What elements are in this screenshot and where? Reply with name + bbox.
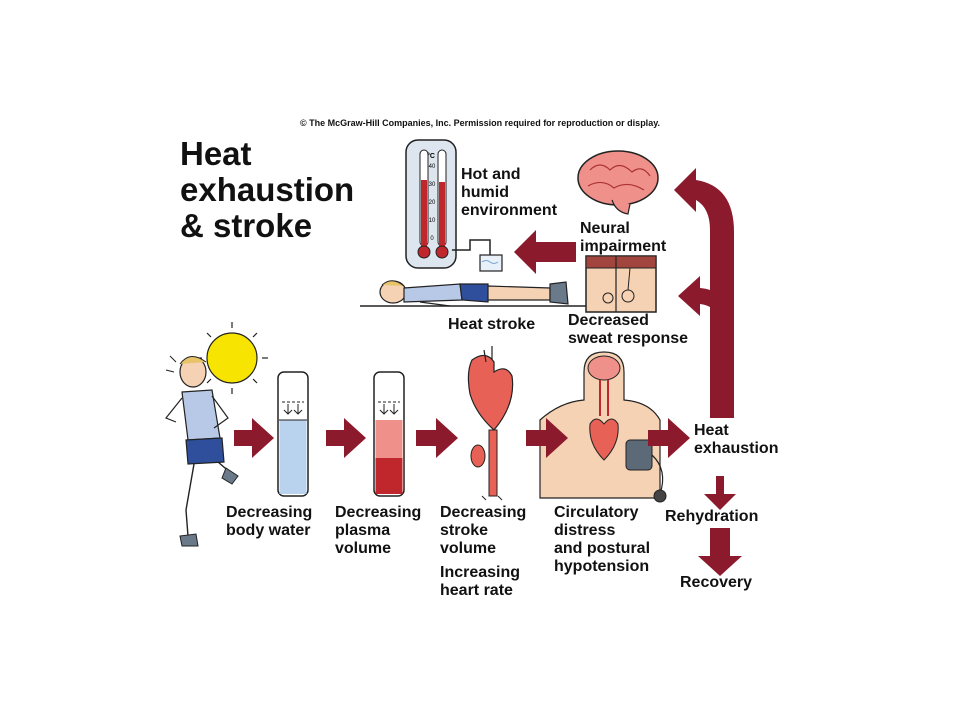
- title-line: & stroke: [180, 207, 313, 244]
- label-line: Circulatory: [554, 504, 639, 521]
- sun-icon: [196, 322, 268, 394]
- label-line: Decreased: [568, 312, 649, 329]
- brain-illustration: [577, 150, 659, 215]
- recovery-label: Recovery: [680, 574, 753, 591]
- label-line: stroke: [440, 522, 489, 539]
- skin-sweat-gland-illustration: [585, 255, 657, 313]
- heat-exhaustion-label: Heat exhaustion: [694, 422, 778, 458]
- arrow-right: [526, 418, 568, 458]
- arrow-right: [648, 418, 690, 458]
- feedback-arrow-branch: [678, 276, 726, 318]
- label-line: sweat response: [568, 330, 689, 347]
- label-line: Neural: [580, 220, 630, 237]
- circulatory-distress-label: Circulatory distress and postural hypote…: [554, 504, 650, 576]
- body-water-label: Decreasing body water: [226, 504, 312, 540]
- plasma-volume-label: Decreasing plasma volume: [335, 504, 421, 558]
- flow-arrows: [234, 168, 742, 576]
- feedback-arrow: [674, 168, 734, 418]
- arrow-down: [698, 528, 742, 576]
- label-line: impairment: [580, 238, 667, 255]
- label-line: Heat: [694, 422, 729, 439]
- torso-circulation-illustration: [539, 351, 667, 503]
- title-line: Heat: [180, 135, 252, 172]
- diagram-title: Heat exhaustion & stroke: [180, 136, 354, 244]
- label-line: Decreasing: [226, 504, 313, 521]
- arrow-right: [326, 418, 366, 458]
- beaker-plasma-volume: [373, 371, 405, 497]
- thermometer-tick: 20: [429, 200, 436, 206]
- thermometer-tick: 10: [429, 218, 436, 224]
- label-line: volume: [335, 540, 392, 557]
- arrow-right: [416, 418, 458, 458]
- thermometer-tick: 30: [429, 182, 436, 188]
- arrow-right: [234, 418, 274, 458]
- label-line: hypotension: [554, 558, 650, 575]
- heat-stroke-person: [360, 280, 600, 307]
- title-line: exhaustion: [180, 171, 355, 208]
- runner-illustration: [165, 355, 239, 547]
- label-line: Hot and: [461, 166, 521, 183]
- heart-illustration: [467, 346, 514, 501]
- environment-label: Hot and humid environment: [461, 166, 557, 220]
- label-line: body water: [226, 522, 311, 539]
- beaker-body-water: [277, 371, 309, 497]
- thermometer-tick: 40: [429, 164, 436, 170]
- heart-rate-label: Increasing heart rate: [440, 564, 520, 600]
- label-line: heart rate: [440, 582, 513, 599]
- label-line: exhaustion: [694, 440, 779, 457]
- stroke-volume-label: Decreasing stroke volume: [440, 504, 526, 558]
- label-line: Decreasing: [335, 504, 422, 521]
- neural-impairment-label: Neural impairment: [580, 220, 666, 256]
- thermometer-illustration: °C 40 30 20 10 0: [405, 139, 503, 272]
- rehydration-label: Rehydration: [665, 508, 759, 525]
- label-line: volume: [440, 540, 497, 557]
- arrow-down: [704, 476, 736, 510]
- heat-stroke-label: Heat stroke: [448, 316, 536, 333]
- label-line: Decreasing: [440, 504, 527, 521]
- thermometer-unit: °C: [427, 152, 435, 160]
- sweat-response-label: Decreased sweat response: [568, 312, 688, 348]
- copyright-notice: © The McGraw-Hill Companies, Inc. Permis…: [300, 118, 661, 128]
- label-line: environment: [461, 202, 558, 219]
- label-line: humid: [461, 184, 509, 201]
- label-line: distress: [554, 522, 616, 539]
- arrow-left: [514, 230, 576, 274]
- label-line: plasma: [335, 522, 391, 539]
- label-line: Increasing: [440, 564, 521, 581]
- label-line: and postural: [554, 540, 651, 557]
- thermometer-tick: 0: [430, 236, 434, 242]
